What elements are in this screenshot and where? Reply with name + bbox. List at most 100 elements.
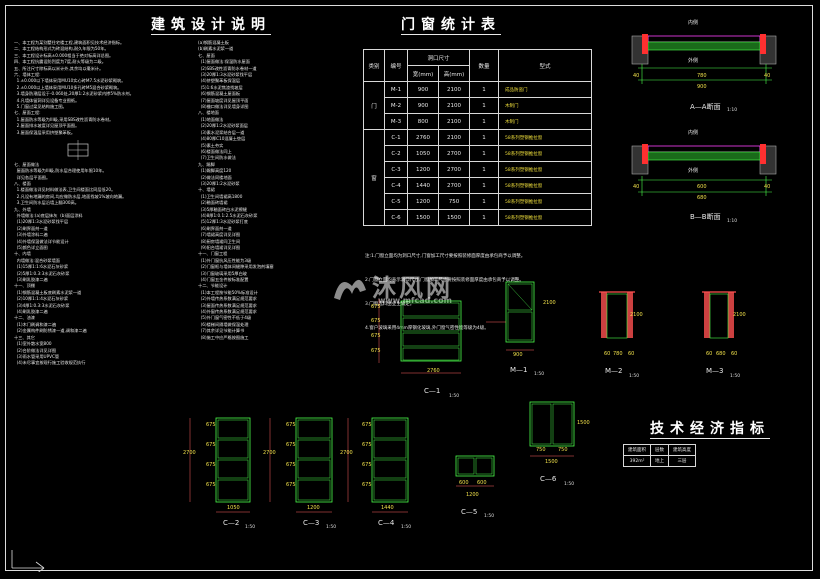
- height-cell: 750: [438, 193, 470, 210]
- section-b-dim-right: 40: [764, 184, 771, 190]
- qty-cell: 1: [469, 97, 499, 114]
- c4-height: 2700: [340, 450, 353, 456]
- section-a-dim-total: 900: [697, 84, 707, 90]
- m3-dim-right: 60: [731, 351, 738, 357]
- m1-scale: 1:50: [534, 372, 545, 377]
- watermark-logo-icon: [334, 279, 366, 300]
- c2-p3: 675: [206, 462, 216, 468]
- header-style: 型式: [498, 49, 592, 82]
- style-cell: 58系列塑钢推拉窗: [498, 161, 592, 178]
- c6-p1: 750: [536, 447, 546, 453]
- qty-cell: 1: [469, 209, 499, 226]
- c6-p2: 750: [558, 447, 568, 453]
- c3-label: C—3: [303, 519, 320, 527]
- m3-height: 2100: [733, 312, 746, 318]
- c2-p2: 675: [206, 442, 216, 448]
- m3-width: 680: [716, 351, 726, 357]
- width-cell: 1050: [407, 145, 439, 162]
- c2-height: 2700: [183, 450, 196, 456]
- c1-width: 2760: [427, 368, 440, 374]
- elevation-c2: [189, 417, 251, 513]
- c3-p3: 675: [286, 462, 296, 468]
- wall-detail-icon: [67, 140, 89, 160]
- design-notes-col2: (a)钢筋混凝土板 (b)刷素水泥浆一道 七、屋面 (1)屋面做法:保温防水屋面…: [198, 40, 274, 340]
- c6-height: 1500: [577, 420, 590, 426]
- qty-cell: 1: [469, 129, 499, 146]
- c4-p4: 675: [362, 482, 372, 488]
- note-line: 3.门窗选料由业主确定。: [365, 302, 415, 307]
- c6-label: C—6: [540, 475, 557, 483]
- tech-value: 392m²: [623, 455, 651, 467]
- c1-h1: 675: [371, 304, 381, 310]
- c5-p2: 600: [477, 480, 487, 486]
- c2-p1: 675: [206, 422, 216, 428]
- c3-width: 1200: [307, 505, 320, 511]
- qty-cell: 1: [469, 177, 499, 194]
- c5-width: 1200: [466, 492, 479, 498]
- height-cell: 2700: [438, 145, 470, 162]
- style-cell: 58系列塑钢推拉窗: [498, 177, 592, 194]
- style-cell: 58系列塑钢推拉窗: [498, 193, 592, 210]
- height-cell: 2100: [438, 129, 470, 146]
- note-line: 2.门窗立面均表示洞口尺寸,门窗加工尺寸要按照装修面厚度由承包商予以调整。: [365, 278, 524, 283]
- c4-width: 1440: [381, 505, 394, 511]
- section-a-label: A—A断面: [690, 103, 721, 111]
- m1-height: 2100: [543, 300, 556, 306]
- c1-scale: 1:50: [449, 394, 460, 399]
- c2-label: C—2: [223, 519, 240, 527]
- c2-width: 1050: [227, 505, 240, 511]
- design-notes-title: 建筑设计说明: [151, 14, 271, 35]
- tech-value: 地上: [650, 455, 669, 467]
- wall-sections: [631, 34, 777, 196]
- category-cell: 门: [363, 81, 385, 130]
- elevation-c1: [378, 299, 462, 374]
- elevation-m1: [486, 281, 535, 351]
- c3-scale: 1:50: [326, 525, 337, 530]
- c3-p4: 675: [286, 482, 296, 488]
- c4-p2: 675: [362, 442, 372, 448]
- header-category: 类别: [363, 49, 385, 82]
- qty-cell: 1: [469, 161, 499, 178]
- c3-p1: 675: [286, 422, 296, 428]
- header-opening-size: 洞口尺寸: [407, 49, 470, 66]
- m1-width: 900: [513, 352, 523, 358]
- code-cell: C-3: [384, 161, 408, 178]
- height-cell: 1500: [438, 209, 470, 226]
- section-a-outside: 外侧: [688, 58, 699, 64]
- section-b-scale: 1:10: [727, 219, 738, 224]
- c4-p3: 675: [362, 462, 372, 468]
- elevation-c3: [269, 417, 333, 513]
- m2-height: 2100: [630, 312, 643, 318]
- c3-height: 2700: [263, 450, 276, 456]
- m3-dim-left: 60: [706, 351, 713, 357]
- category-cell: 窗: [363, 129, 385, 226]
- header-height: 高(mm): [438, 65, 470, 82]
- style-cell: 58系列塑钢推拉窗: [498, 129, 592, 146]
- style-cell: 58系列塑钢推拉窗: [498, 209, 592, 226]
- m2-dim-left: 60: [604, 351, 611, 357]
- c2-scale: 1:50: [245, 525, 256, 530]
- code-cell: M-3: [384, 113, 408, 130]
- elevation-m2: [599, 291, 635, 339]
- code-cell: C-2: [384, 145, 408, 162]
- elevation-c6: [529, 401, 575, 457]
- style-cell: 木制门: [498, 97, 592, 114]
- style-cell: 木制门: [498, 113, 592, 130]
- c1-label: C—1: [424, 387, 441, 395]
- m2-scale: 1:50: [629, 374, 640, 379]
- c5-scale: 1:50: [484, 514, 495, 519]
- window-table-notes: 注:1.门窗立面均为洞口尺寸,门窗加工尺寸要按照装修面厚度由承包商予以调整。 2…: [365, 237, 525, 341]
- section-b-inside: 内侧: [688, 130, 699, 136]
- header-code: 编号: [384, 49, 408, 82]
- section-a-inside: 内侧: [688, 20, 699, 26]
- qty-cell: 1: [469, 113, 499, 130]
- section-a: [631, 34, 777, 84]
- height-cell: 2100: [438, 97, 470, 114]
- c1-h2: 675: [371, 318, 381, 324]
- watermark-text: 沐风网: [372, 274, 453, 302]
